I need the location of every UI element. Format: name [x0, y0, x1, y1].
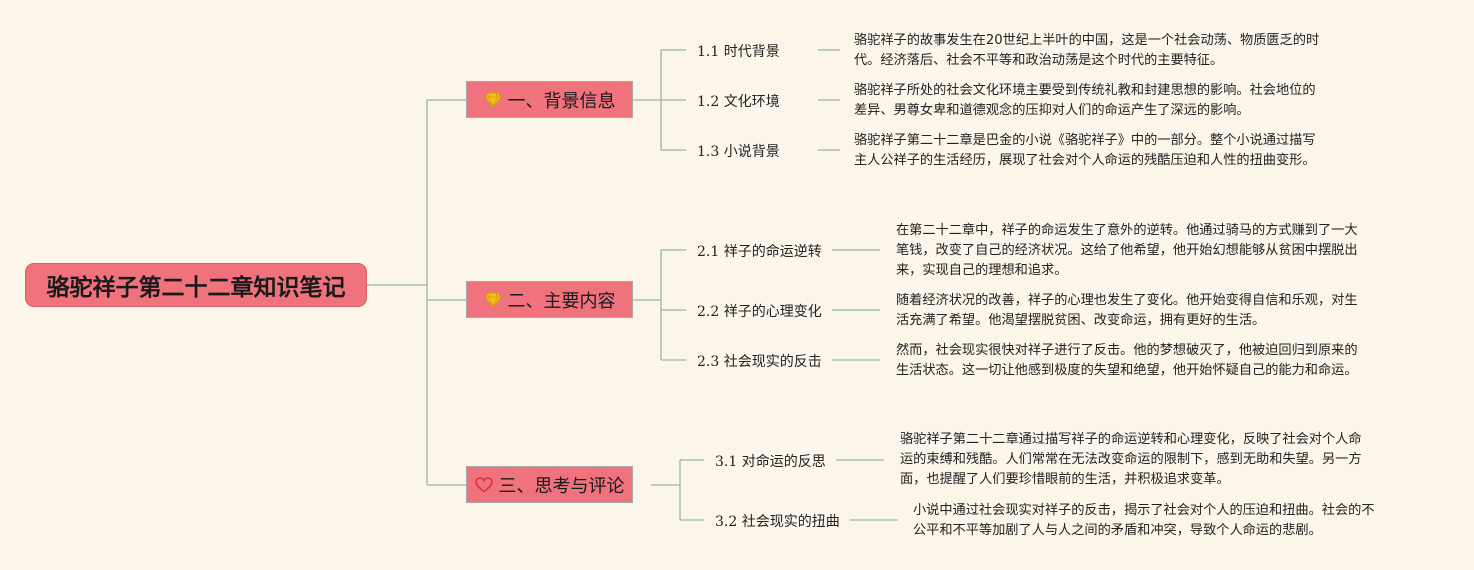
- section-label: 一、背景信息: [507, 90, 616, 112]
- section-label: 三、思考与评论: [498, 475, 625, 497]
- detail-line: 差异、男尊女卑和道德观念的压抑对人们的命运产生了深远的影响。: [854, 103, 1250, 118]
- topic-2-3[interactable]: 2.3 社会现实的反击: [697, 354, 822, 370]
- detail-line: 运的束缚和残酷。人们常常在无法改变命运的限制下，感到无助和失望。另一方: [900, 452, 1362, 467]
- detail-1-3: 骆驼祥子第二十二章是巴金的小说《骆驼祥子》中的一部分。整个小说通过描写 主人公祥…: [854, 131, 1316, 171]
- topic-2-1[interactable]: 2.1 祥子的命运逆转: [697, 244, 822, 260]
- detail-2-3: 然而，社会现实很快对祥子进行了反击。他的梦想破灭了，他被迫回归到原来的 生活状态…: [896, 341, 1358, 381]
- detail-2-2: 随着经济状况的改善，祥子的心理也发生了变化。他开始变得自信和乐观，对生 活充满了…: [896, 291, 1358, 331]
- detail-line: 然而，社会现实很快对祥子进行了反击。他的梦想破灭了，他被迫回归到原来的: [896, 343, 1358, 358]
- detail-line: 来，实现自己的理想和追求。: [896, 263, 1068, 278]
- detail-line: 代。经济落后、社会不平等和政治动荡是这个时代的主要特征。: [854, 53, 1224, 68]
- detail-2-1: 在第二十二章中，祥子的命运发生了意外的逆转。他通过骑马的方式赚到了一大 笔钱，改…: [896, 221, 1358, 281]
- section-node-background[interactable]: 一、背景信息: [466, 81, 633, 118]
- detail-line: 生活状态。这一切让他感到极度的失望和绝望，他开始怀疑自己的能力和命运。: [896, 363, 1358, 378]
- heart-icon: [474, 476, 493, 493]
- section-node-main-content[interactable]: 二、主要内容: [466, 281, 633, 318]
- detail-line: 骆驼祥子第二十二章是巴金的小说《骆驼祥子》中的一部分。整个小说通过描写: [854, 133, 1316, 148]
- detail-line: 小说中通过社会现实对祥子的反击，揭示了社会对个人的压迫和扭曲。社会的不: [913, 503, 1375, 518]
- detail-line: 笔钱，改变了自己的经济状况。这给了他希望，他开始幻想能够从贫困中摆脱出: [896, 243, 1358, 258]
- detail-line: 公平和不平等加剧了人与人之间的矛盾和冲突，导致个人命运的悲剧。: [913, 523, 1322, 538]
- detail-line: 骆驼祥子的故事发生在20世纪上半叶的中国，这是一个社会动荡、物质匮乏的时: [854, 33, 1320, 48]
- detail-line: 主人公祥子的生活经历，展现了社会对个人命运的残酷压迫和人性的扭曲变形。: [854, 153, 1316, 168]
- detail-line: 在第二十二章中，祥子的命运发生了意外的逆转。他通过骑马的方式赚到了一大: [896, 223, 1358, 238]
- detail-line: 活充满了希望。他渴望摆脱贫困、改变命运，拥有更好的生活。: [896, 313, 1266, 328]
- diamond-icon: [483, 292, 502, 308]
- diamond-icon: [483, 92, 502, 108]
- topic-3-1[interactable]: 3.1 对命运的反思: [715, 454, 826, 470]
- section-label: 二、主要内容: [507, 290, 616, 312]
- topic-1-1[interactable]: 1.1 时代背景: [697, 44, 780, 60]
- detail-line: 随着经济状况的改善，祥子的心理也发生了变化。他开始变得自信和乐观，对生: [896, 293, 1358, 308]
- detail-line: 骆驼祥子第二十二章通过描写祥子的命运逆转和心理变化，反映了社会对个人命: [900, 432, 1362, 447]
- root-node[interactable]: 骆驼祥子第二十二章知识笔记: [25, 263, 367, 307]
- topic-3-2[interactable]: 3.2 社会现实的扭曲: [715, 514, 840, 530]
- section-node-reflection[interactable]: 三、思考与评论: [466, 466, 633, 503]
- detail-3-2: 小说中通过社会现实对祥子的反击，揭示了社会对个人的压迫和扭曲。社会的不 公平和不…: [913, 501, 1375, 541]
- topic-1-2[interactable]: 1.2 文化环境: [697, 94, 780, 110]
- detail-1-2: 骆驼祥子所处的社会文化环境主要受到传统礼教和封建思想的影响。社会地位的 差异、男…: [854, 81, 1316, 121]
- topic-1-3[interactable]: 1.3 小说背景: [697, 144, 780, 160]
- detail-line: 面，也提醒了人们要珍惜眼前的生活，并积极追求变革。: [900, 472, 1230, 487]
- detail-3-1: 骆驼祥子第二十二章通过描写祥子的命运逆转和心理变化，反映了社会对个人命 运的束缚…: [900, 430, 1362, 490]
- detail-line: 骆驼祥子所处的社会文化环境主要受到传统礼教和封建思想的影响。社会地位的: [854, 83, 1316, 98]
- detail-1-1: 骆驼祥子的故事发生在20世纪上半叶的中国，这是一个社会动荡、物质匮乏的时 代。经…: [854, 31, 1319, 71]
- topic-2-2[interactable]: 2.2 祥子的心理变化: [697, 304, 822, 320]
